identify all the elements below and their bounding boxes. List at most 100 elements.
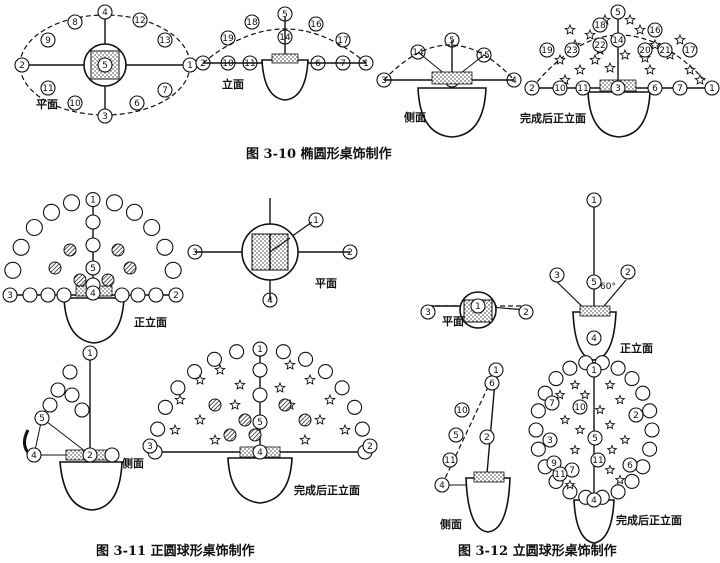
svg-text:23: 23 xyxy=(566,46,577,56)
svg-text:10: 10 xyxy=(69,99,81,109)
star-flower xyxy=(619,48,631,60)
marker-11: 11 xyxy=(552,466,568,482)
svg-text:12: 12 xyxy=(134,16,145,26)
flower-dot xyxy=(298,351,314,367)
star-flower xyxy=(299,433,311,445)
svg-text:5: 5 xyxy=(615,8,621,18)
svg-text:17: 17 xyxy=(337,36,348,46)
svg-text:2: 2 xyxy=(173,291,179,301)
flower-dot xyxy=(25,218,43,237)
svg-text:1: 1 xyxy=(591,366,597,376)
marker-20: 20 xyxy=(637,42,653,58)
marker-10: 10 xyxy=(67,95,83,111)
star-flower xyxy=(569,444,581,455)
flower-dot xyxy=(530,441,546,457)
marker-1: 1 xyxy=(85,192,101,208)
svg-text:11: 11 xyxy=(444,456,455,466)
marker-1: 1 xyxy=(82,345,98,361)
svg-text:4: 4 xyxy=(511,76,517,86)
marker-19: 19 xyxy=(539,42,555,58)
marker-5: 5 xyxy=(252,414,268,430)
marker-4: 4 xyxy=(586,330,602,346)
label-elevation-310: 立面 xyxy=(222,77,244,91)
star-flower xyxy=(634,23,646,35)
fig310-side xyxy=(383,40,515,138)
label-final-310: 完成后正立面 xyxy=(520,111,586,125)
marker-4: 4 xyxy=(97,4,113,20)
svg-text:1: 1 xyxy=(709,84,715,94)
svg-text:20: 20 xyxy=(639,46,651,56)
marker-16: 16 xyxy=(308,16,324,32)
filler-flower xyxy=(73,273,87,287)
filler-flower xyxy=(278,398,292,412)
svg-text:16: 16 xyxy=(649,26,661,36)
svg-text:3: 3 xyxy=(554,271,560,281)
svg-text:5: 5 xyxy=(102,61,108,71)
marker-3: 3 xyxy=(542,432,558,448)
svg-text:6: 6 xyxy=(134,99,140,109)
marker-3: 3 xyxy=(610,80,626,96)
svg-text:2: 2 xyxy=(529,84,535,94)
svg-text:15: 15 xyxy=(478,51,489,61)
fig312-finished xyxy=(573,362,615,544)
filler-flower xyxy=(63,243,77,257)
flower-dot xyxy=(156,238,174,256)
svg-text:1: 1 xyxy=(313,216,319,226)
marker-3: 3 xyxy=(142,438,158,454)
flower-dot xyxy=(62,194,81,212)
svg-text:7: 7 xyxy=(549,399,555,409)
svg-text:7: 7 xyxy=(677,84,683,94)
marker-4: 4 xyxy=(85,285,101,301)
marker-18: 18 xyxy=(244,14,260,30)
svg-text:19: 19 xyxy=(222,34,234,44)
marker-19: 19 xyxy=(220,30,236,46)
marker-17: 17 xyxy=(682,42,698,58)
marker-14: 14 xyxy=(610,32,626,48)
star-flower xyxy=(569,379,581,390)
flower-dot xyxy=(22,287,38,303)
marker-11: 11 xyxy=(575,80,591,96)
marker-5: 5 xyxy=(277,6,293,22)
marker-4: 4 xyxy=(252,444,268,460)
marker-5: 5 xyxy=(85,260,101,276)
star-flower xyxy=(579,389,591,400)
star-flower xyxy=(619,434,631,445)
marker-4: 4 xyxy=(586,492,602,508)
flower-dot xyxy=(624,473,640,489)
caption-fig-3-12: 图 3-12 立圆球形桌饰制作 xyxy=(458,543,617,559)
marker-5: 5 xyxy=(610,4,626,20)
star-flower xyxy=(604,419,616,430)
svg-text:3: 3 xyxy=(192,248,198,258)
flower-dot xyxy=(74,402,90,418)
marker-3: 3 xyxy=(549,267,565,283)
marker-7: 7 xyxy=(544,395,560,411)
svg-text:18: 18 xyxy=(594,21,606,31)
star-flower xyxy=(644,63,656,75)
svg-text:4: 4 xyxy=(591,496,597,506)
svg-text:3: 3 xyxy=(147,442,153,452)
star-flower xyxy=(604,379,616,390)
flower-dot xyxy=(528,422,544,438)
svg-text:5: 5 xyxy=(453,431,459,441)
svg-text:6: 6 xyxy=(652,84,658,94)
filler-flower xyxy=(101,273,115,287)
svg-text:7: 7 xyxy=(340,59,346,69)
fig310-elevation xyxy=(202,17,367,101)
star-flower xyxy=(574,63,586,75)
svg-text:2: 2 xyxy=(484,433,490,443)
marker-12: 12 xyxy=(132,12,148,28)
svg-text:1: 1 xyxy=(493,366,499,376)
flower-dot xyxy=(12,238,30,256)
star-flower xyxy=(594,404,606,415)
label-final-312: 完成后正立面 xyxy=(616,513,682,527)
marker-2: 2 xyxy=(479,429,495,445)
svg-text:2: 2 xyxy=(633,411,639,421)
star-flower xyxy=(314,413,326,425)
flower-dot xyxy=(105,194,124,212)
star-flower xyxy=(684,63,696,75)
svg-text:5: 5 xyxy=(591,278,597,288)
svg-text:5: 5 xyxy=(282,10,288,20)
label-front-311: 正立面 xyxy=(134,315,167,329)
flower-dot xyxy=(635,459,651,475)
flower-dot xyxy=(635,385,651,401)
